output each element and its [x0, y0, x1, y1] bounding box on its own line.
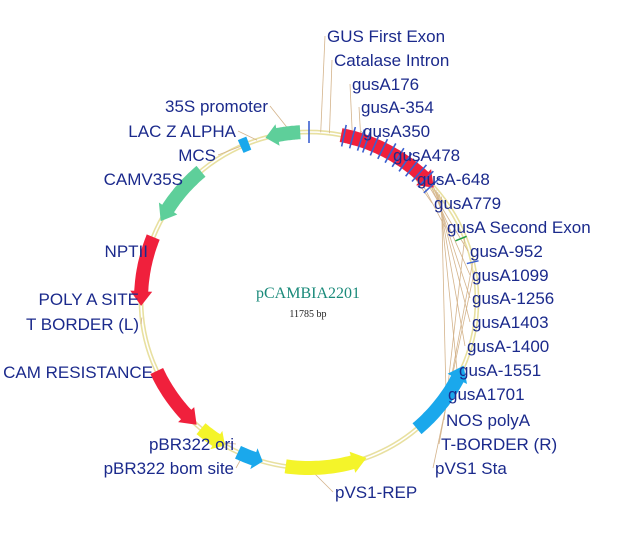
site-tick — [391, 147, 405, 168]
feature-label: gusA1701 — [448, 385, 525, 404]
feature-label: T-BORDER (R) — [441, 435, 557, 454]
leader-line — [439, 194, 458, 371]
leader-line — [237, 130, 258, 141]
site-tick — [340, 124, 347, 147]
feature-label: gusA Second Exon — [447, 218, 591, 237]
feature-label: NPTII — [105, 242, 148, 261]
mcs-marker — [237, 136, 252, 153]
feature-label: GUS First Exon — [327, 27, 445, 46]
feature-label: gusA-952 — [470, 242, 543, 261]
feature-label: gusA176 — [352, 75, 419, 94]
feature-label: gusA478 — [393, 146, 460, 165]
pbr322-ori-arrow — [196, 423, 225, 450]
leader-line — [429, 183, 471, 276]
feature-label: pBR322 bom site — [104, 459, 234, 478]
camv35s-arrow — [158, 165, 206, 222]
plasmid-size: 11785 bp — [289, 309, 326, 320]
feature-label: POLY A SITE — [39, 290, 139, 309]
site-tick — [405, 158, 420, 177]
feature-label: pVS1-REP — [335, 483, 417, 502]
nos-polya-tick — [455, 235, 467, 242]
feature-label: Catalase Intron — [334, 51, 449, 70]
feature-label: gusA1099 — [472, 266, 549, 285]
site-tick — [348, 126, 357, 149]
t-border-r-tick — [466, 260, 479, 265]
leader-line — [320, 35, 326, 133]
pbr322-bom-arrow — [235, 445, 263, 470]
feature-label: gusA350 — [363, 122, 430, 141]
feature-label: MCS — [178, 146, 216, 165]
gus-arrow — [350, 131, 434, 188]
pvs1-sta-arrow — [412, 365, 467, 435]
feature-label: gusA-1256 — [472, 289, 554, 308]
pvs1-rep-arrow — [284, 451, 367, 475]
site-tick — [361, 131, 371, 153]
cam-resistance-arrow — [150, 368, 197, 425]
feature-arrows — [130, 124, 467, 475]
feature-label: gusA1403 — [472, 313, 549, 332]
leader-line — [349, 83, 353, 138]
feature-label: gusA779 — [434, 194, 501, 213]
site-tick — [356, 129, 366, 151]
leader-line — [140, 317, 143, 325]
site-tick — [398, 152, 413, 172]
feature-label: T BORDER (L) — [26, 315, 139, 334]
feature-label: CAMV35S — [104, 170, 183, 189]
feature-label: LAC Z ALPHA — [128, 122, 236, 141]
site-tick — [417, 170, 434, 188]
site-tick — [377, 138, 389, 160]
site-tick — [384, 143, 397, 164]
site-tick — [423, 177, 441, 194]
leader-line — [329, 59, 333, 134]
site-ticks — [308, 121, 479, 265]
plasmid-name: pCAMBIA2201 — [256, 285, 360, 302]
site-tick — [369, 134, 380, 156]
nptii-arrow — [130, 234, 160, 306]
feature-label: 35S promoter — [165, 97, 268, 116]
feature-label: gusA-1400 — [467, 337, 549, 356]
feature-label: pBR322 ori — [149, 435, 234, 454]
leader-line — [440, 196, 447, 395]
feature-label: gusA-1551 — [459, 361, 541, 380]
leader-line — [432, 270, 475, 469]
feature-label: pVS1 Sta — [435, 459, 507, 478]
feature-label: gusA-354 — [361, 98, 434, 117]
camv35s-promoter-arrow — [265, 124, 301, 146]
site-tick — [411, 164, 428, 183]
feature-label: gusA-648 — [417, 170, 490, 189]
feature-label: CAM RESISTANCE — [3, 363, 153, 382]
feature-label: NOS polyA — [446, 411, 531, 430]
